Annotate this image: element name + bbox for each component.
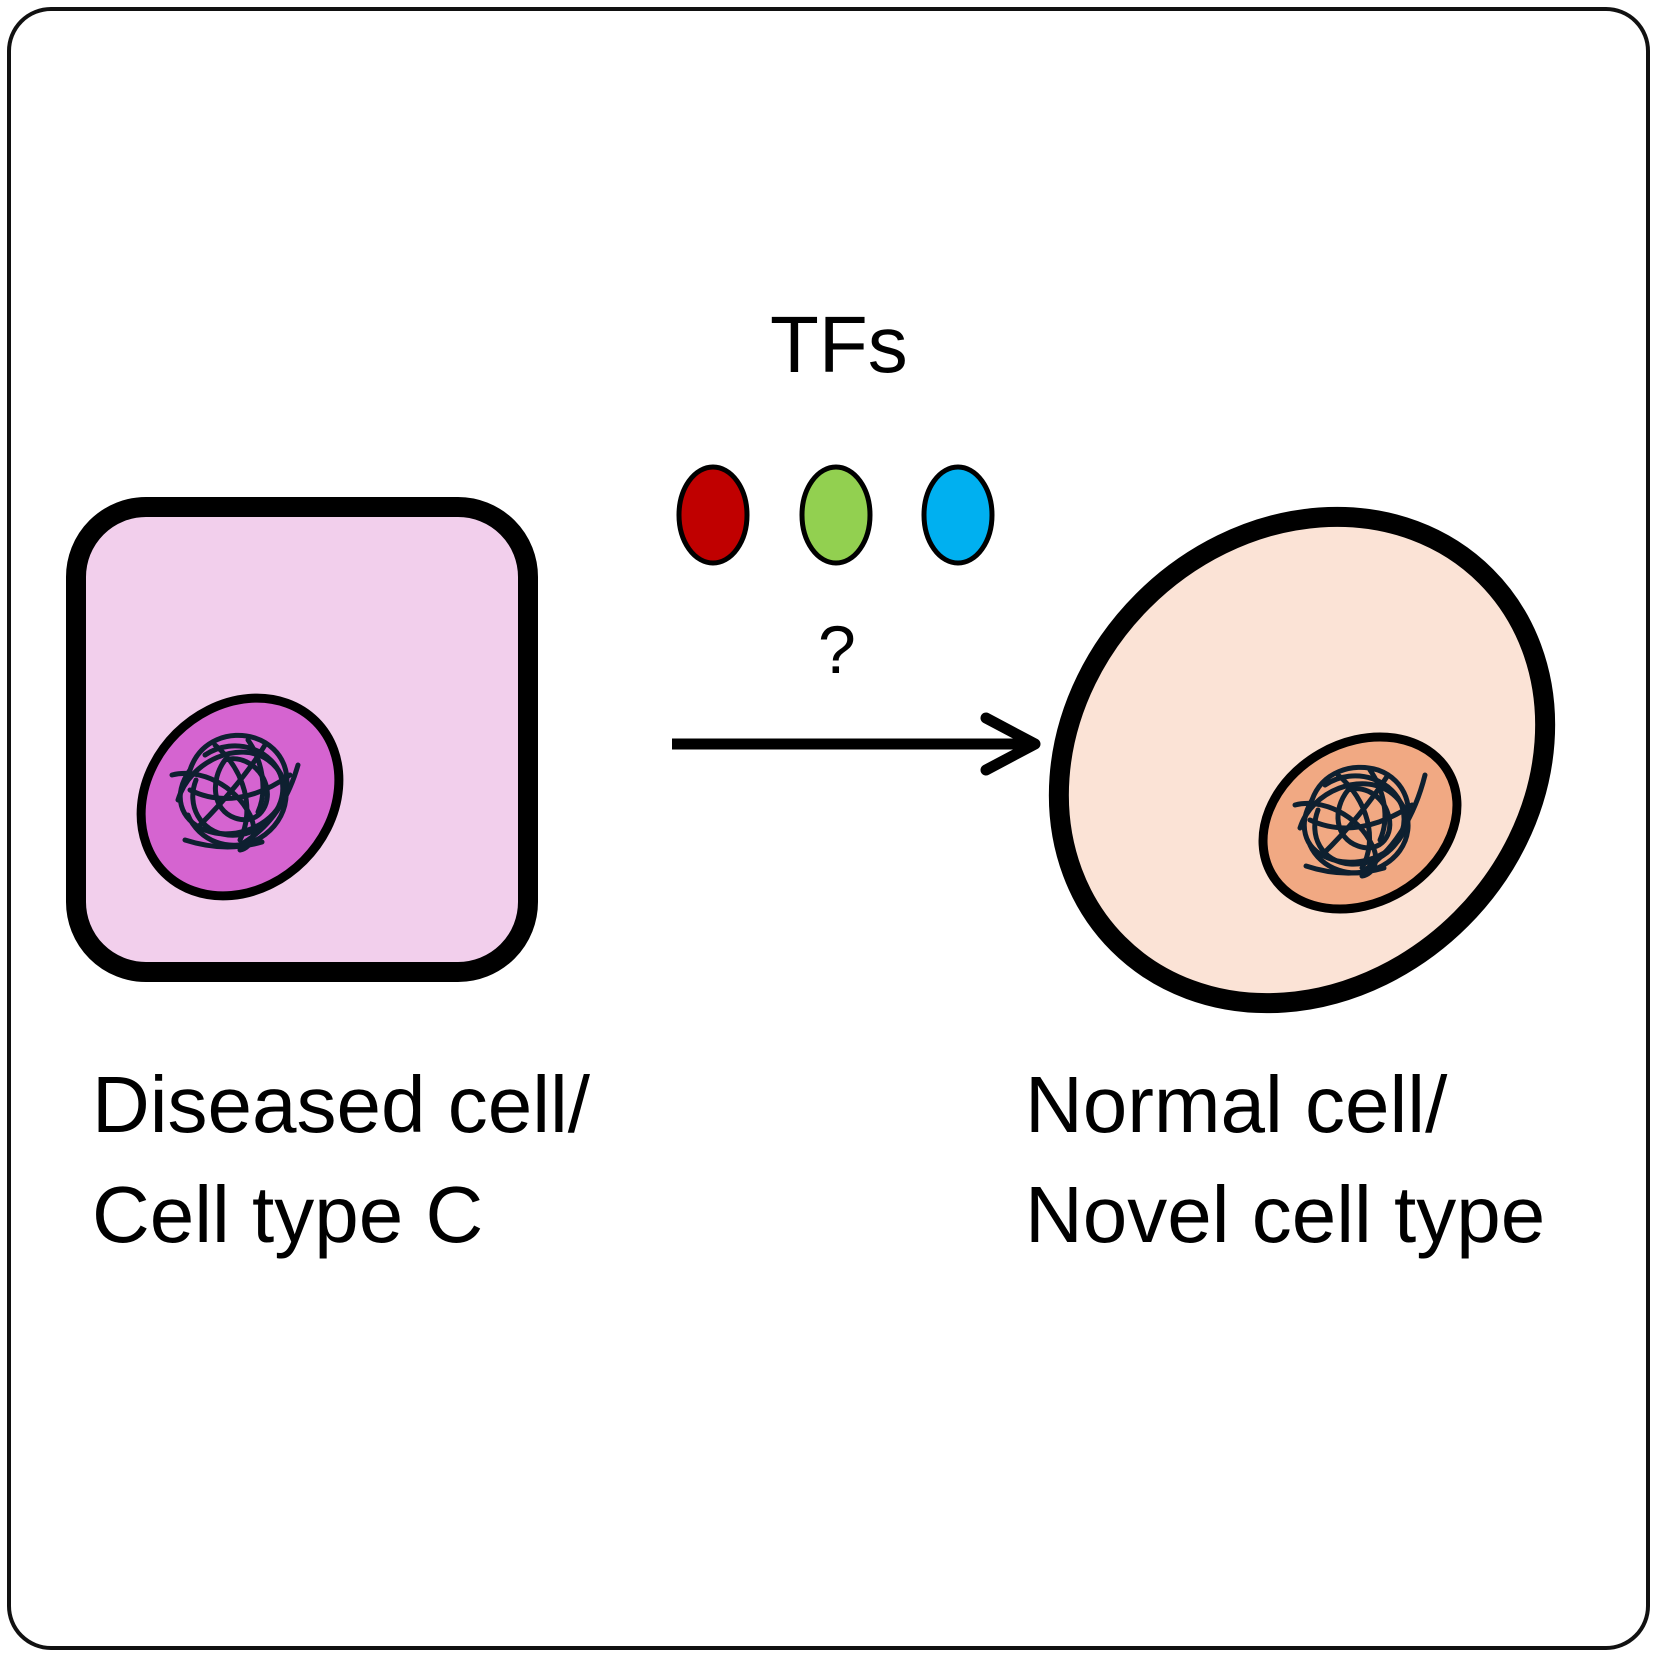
source-cell-label-line1: Diseased cell/ [92, 1060, 591, 1149]
tf-red-oval [676, 464, 750, 566]
target-cell-label-line1: Normal cell/ [1025, 1060, 1448, 1149]
tf-blue-oval [921, 464, 995, 566]
source-cell [66, 497, 538, 982]
source-chromatin-icon [169, 732, 301, 853]
target-chromatin-icon [1292, 764, 1428, 879]
target-cell [1048, 506, 1556, 1014]
unknown-question-mark: ? [818, 612, 856, 688]
tf-green-oval [799, 464, 873, 566]
source-cell-label-line2: Cell type C [92, 1170, 484, 1259]
target-cell-label-line2: Novel cell type [1025, 1170, 1546, 1259]
transcription-factors [676, 464, 995, 566]
target-cell-body [1048, 506, 1556, 1014]
tfs-label: TFs [770, 300, 908, 389]
conversion-arrow [672, 712, 1041, 776]
